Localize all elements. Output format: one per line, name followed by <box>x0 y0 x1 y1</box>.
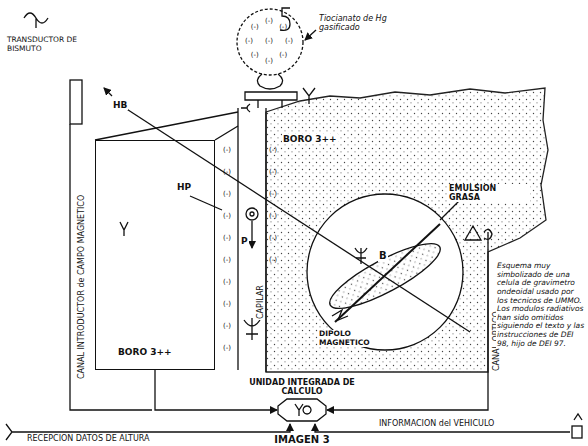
label: Tiocianato de Hg gasificado <box>318 14 406 32</box>
ummo-glyph <box>6 424 18 440</box>
charge-mark: (-) <box>268 234 278 242</box>
charge-mark: (-) <box>268 168 278 176</box>
label: INFORMACION del VEHICULO <box>378 419 495 428</box>
magnetic-dipole <box>335 224 440 322</box>
capillary <box>238 108 266 372</box>
ummo-glyph <box>574 414 582 420</box>
field-line <box>190 196 222 210</box>
charge-mark: (-) <box>268 146 278 154</box>
ummo-glyph <box>244 318 260 340</box>
ummo-glyph <box>241 104 250 112</box>
ummo-glyph <box>24 13 48 28</box>
leader-line <box>305 30 316 40</box>
leader-line <box>440 200 460 220</box>
charge-mark: (-) <box>222 278 232 286</box>
channel-label: CAPILAR <box>256 284 265 320</box>
charge-mark: (-) <box>222 344 232 352</box>
charge-mark: (-) <box>264 17 274 25</box>
label: DIPOLO MAGNETICO <box>318 330 380 347</box>
label: BORO 3++ <box>282 134 338 144</box>
charge-mark: (-) <box>222 168 232 176</box>
charge-mark: (-) <box>222 256 232 264</box>
ummo-glyph <box>332 310 348 320</box>
ummo-glyph <box>120 222 128 236</box>
charge-mark: (-) <box>244 37 254 45</box>
label: HB <box>112 100 128 110</box>
magnetic-channel <box>70 124 152 410</box>
charge-mark: (-) <box>264 57 274 65</box>
charge-mark: (-) <box>278 51 288 59</box>
emulsion-sphere <box>307 194 463 350</box>
bismuth-transducer <box>70 80 82 124</box>
ummo-glyph <box>246 208 258 220</box>
label: TRANSDUCTOR DE BISMUTO <box>6 36 92 53</box>
charge-mark: (-) <box>268 256 278 264</box>
gas-sphere <box>237 9 303 75</box>
channel-label: CANAL INTRODUCTOR de CAMPO MAGNETICO <box>77 194 86 380</box>
calculation-unit: UNIDAD INTEGRADA DE CALCULO <box>277 398 327 422</box>
ummo-glyph <box>303 88 315 104</box>
charge-mark: (-) <box>250 23 260 31</box>
charge-mark: (-) <box>278 23 288 31</box>
charge-mark: (-) <box>222 146 232 154</box>
caption: IMAGEN 3 <box>274 434 329 446</box>
label: HP <box>176 182 192 192</box>
octagon-outline <box>278 399 326 421</box>
label: RECEPCION DATOS DE ALTURA <box>26 434 151 443</box>
label: B <box>378 250 388 262</box>
chamber-label: BORO 3++ <box>118 347 172 357</box>
charge-mark: (-) <box>222 212 232 220</box>
label: P <box>240 236 249 246</box>
gravity-arrow <box>251 221 252 248</box>
label: EMULSION GRASA <box>448 184 530 202</box>
ummo-glyph <box>250 212 254 216</box>
data-line <box>18 424 290 432</box>
charge-mark: (-) <box>222 190 232 198</box>
octagon-shape <box>277 398 327 422</box>
charge-mark: (-) <box>268 212 278 220</box>
charge-mark: (-) <box>222 300 232 308</box>
charge-mark: (-) <box>222 234 232 242</box>
charge-mark: (-) <box>284 37 294 45</box>
valve <box>245 74 297 108</box>
unit-heading: UNIDAD INTEGRADA DE CALCULO <box>246 378 358 396</box>
charge-mark: (-) <box>250 51 260 59</box>
chamber-top <box>95 112 238 140</box>
boron-chamber: BORO 3++ <box>95 140 215 370</box>
charge-mark: (-) <box>268 190 278 198</box>
field-line <box>104 88 112 96</box>
charge-mark: (-) <box>222 322 232 330</box>
label: Esquema muy simbolizado de una celula de… <box>496 262 586 348</box>
charge-mark: (-) <box>264 37 274 45</box>
ummo-glyph <box>572 426 582 438</box>
